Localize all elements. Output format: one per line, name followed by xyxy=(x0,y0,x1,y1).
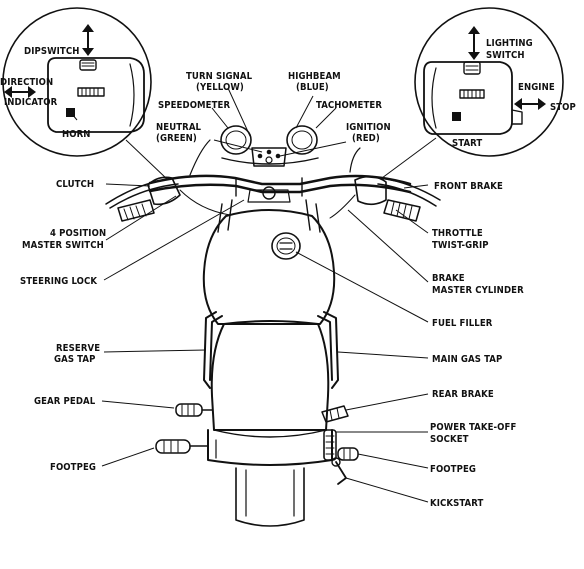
instrument-cluster xyxy=(220,125,319,203)
label-highbeam-1: HIGHBEAM xyxy=(288,71,341,82)
label-lighting-switch-2: SWITCH xyxy=(486,50,525,61)
label-engine: ENGINE xyxy=(518,82,555,93)
label-brake-master-cylinder-2: MASTER CYLINDER xyxy=(432,285,524,296)
label-speedometer: SPEEDOMETER xyxy=(158,100,230,111)
label-direction-indicator-1: DIRECTION xyxy=(0,77,53,88)
label-start: START xyxy=(452,138,482,149)
leader-lines xyxy=(71,87,429,503)
label-throttle-1: THROTTLE xyxy=(432,228,483,239)
rear-brake-pedal xyxy=(321,405,349,423)
label-front-brake: FRONT BRAKE xyxy=(434,181,503,192)
side-rails xyxy=(203,311,339,389)
left-inset-link xyxy=(125,139,169,181)
seat xyxy=(207,320,333,527)
label-highbeam-2: (BLUE) xyxy=(296,82,329,93)
label-stop: STOP xyxy=(550,102,576,113)
footpeg-left-drawing xyxy=(155,439,209,454)
label-power-takeoff-2: SOCKET xyxy=(430,434,469,445)
label-power-takeoff-1: POWER TAKE-OFF xyxy=(430,422,516,433)
right-inset-link xyxy=(381,137,437,179)
label-gear-pedal: GEAR PEDAL xyxy=(34,396,96,407)
label-master-switch-1: 4 POSITION xyxy=(50,228,106,239)
label-reserve-gas-tap-1: RESERVE xyxy=(56,343,100,354)
fuel-tank xyxy=(202,209,336,325)
label-steering-lock: STEERING LOCK xyxy=(20,276,97,287)
label-direction-indicator-2: INDICATOR xyxy=(4,97,58,108)
label-turn-signal-2: (YELLOW) xyxy=(196,82,244,93)
label-footpeg-left: FOOTPEG xyxy=(50,462,96,473)
left-switch-inset xyxy=(2,7,152,157)
label-neutral-2: (GREEN) xyxy=(156,133,197,144)
gear-pedal xyxy=(175,403,213,417)
labels: DIPSWITCH DIRECTION INDICATOR HORN TURN … xyxy=(0,38,576,509)
label-reserve-gas-tap-2: GAS TAP xyxy=(54,354,95,365)
label-horn: HORN xyxy=(62,129,91,140)
label-turn-signal-1: TURN SIGNAL xyxy=(186,71,253,82)
label-clutch: CLUTCH xyxy=(56,179,94,190)
right-switch-inset xyxy=(414,7,564,157)
label-footpeg-right: FOOTPEG xyxy=(430,464,476,475)
label-neutral-1: NEUTRAL xyxy=(156,122,202,133)
footpeg-right-drawing xyxy=(337,447,359,461)
label-throttle-2: TWIST-GRIP xyxy=(432,240,489,251)
label-master-switch-2: MASTER SWITCH xyxy=(22,240,104,251)
power-takeoff-drawing xyxy=(323,429,337,461)
handlebar xyxy=(105,139,441,222)
label-rear-brake: REAR BRAKE xyxy=(432,389,494,400)
label-main-gas-tap: MAIN GAS TAP xyxy=(432,354,502,365)
label-lighting-switch-1: LIGHTING xyxy=(486,38,533,49)
motorcycle-illustration xyxy=(105,125,441,527)
label-kickstart: KICKSTART xyxy=(430,498,484,509)
label-fuel-filler: FUEL FILLER xyxy=(432,318,493,329)
label-dipswitch: DIPSWITCH xyxy=(24,46,79,57)
frame xyxy=(217,199,321,233)
label-brake-master-cylinder-1: BRAKE xyxy=(432,273,465,284)
label-ignition-2: (RED) xyxy=(352,133,380,144)
label-tachometer: TACHOMETER xyxy=(316,100,382,111)
kickstart-drawing xyxy=(331,457,347,485)
label-ignition-1: IGNITION xyxy=(346,122,391,133)
